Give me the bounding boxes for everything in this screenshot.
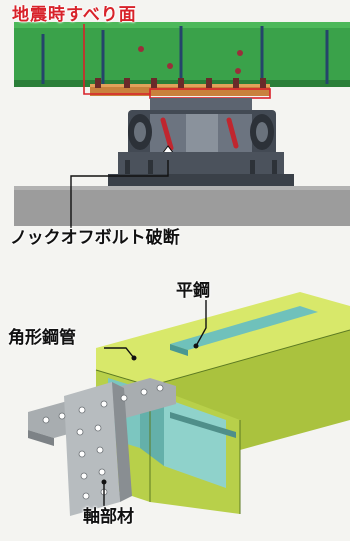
square-steel-tube-label: 角形鋼管 bbox=[8, 328, 76, 348]
axial-member-label: 軸部材 bbox=[83, 507, 134, 527]
bearing-illustration bbox=[0, 0, 350, 262]
knockoff-bolt-left bbox=[160, 117, 174, 151]
tube-joint-figure: 平鋼 角形鋼管 軸部材 bbox=[0, 270, 350, 541]
bearing-figure: 地震時すべり面 ノックオフボルト破断 bbox=[0, 0, 350, 262]
pier-ground bbox=[14, 186, 350, 226]
slide-surface-leader bbox=[83, 24, 150, 95]
flat-steel-label: 平鋼 bbox=[176, 281, 210, 301]
tube-joint-illustration bbox=[28, 292, 350, 516]
slide-surface-label: 地震時すべり面 bbox=[12, 5, 137, 25]
knockoff-leader bbox=[70, 160, 169, 228]
knockoff-bolt-label: ノックオフボルト破断 bbox=[10, 228, 180, 248]
axial-member-vertical bbox=[64, 382, 120, 516]
knockoff-bolt-right bbox=[226, 117, 239, 149]
flat-steel-leader bbox=[195, 300, 207, 347]
square-tube-leader bbox=[104, 347, 135, 359]
flat-steel-bar bbox=[170, 306, 318, 350]
